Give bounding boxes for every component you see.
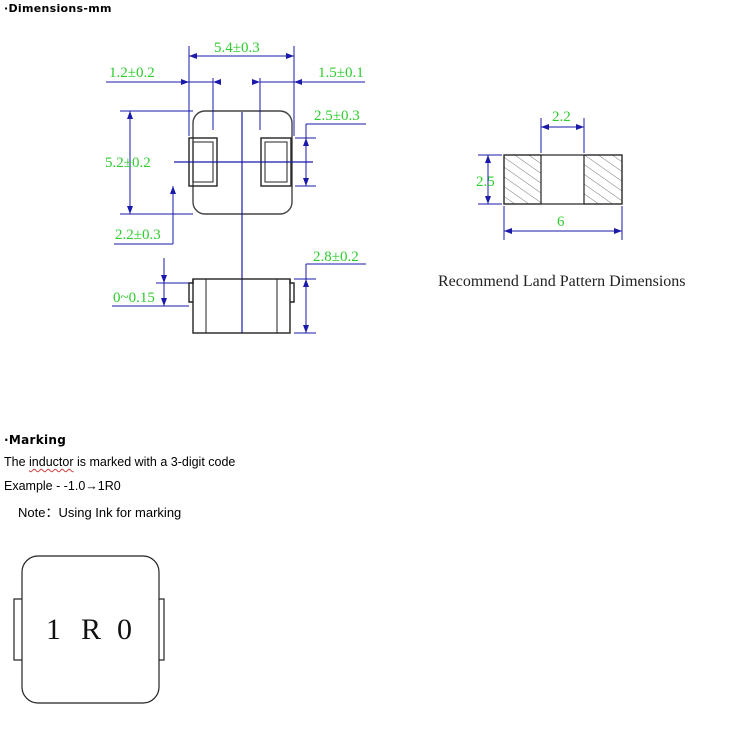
land-height-label: 2.5 [476,174,495,190]
land-pad-left [503,154,542,205]
land-pattern: 2.2 2.5 6 Recommend Land Pattern Dimensi… [438,109,686,290]
dim-pad-height: 2.5±0.3 [314,108,360,124]
side-view-body [192,278,291,334]
marking-component-body [21,555,160,704]
dim-lower-offset: 2.2±0.3 [115,227,161,243]
marking-illustration: 1 R 0 [13,555,165,704]
dimension-lines [106,46,366,334]
dim-left-offset: 1.2±0.2 [109,65,155,81]
dim-right-offset: 1.5±0.1 [318,65,364,81]
marking-example: Example - -1.0→1R0 [4,479,121,493]
dim-body-height: 5.2±0.2 [105,155,151,171]
marking-code-digit-1: 1 [46,613,61,646]
dim-overall-width: 5.4±0.3 [214,40,260,56]
top-view [174,110,313,333]
marking-code-digit-2: R [81,613,101,646]
land-total-label: 6 [557,214,565,230]
arrowheads [127,53,309,333]
dim-thickness: 2.8±0.2 [313,249,359,265]
marking-heading: ·Marking [4,433,67,447]
marking-description: The inductor is marked with a 3-digit co… [4,455,236,469]
dimensions-heading: ·Dimensions-mm [4,2,112,15]
land-pattern-caption: Recommend Land Pattern Dimensions [438,273,686,290]
land-gap-label: 2.2 [552,109,571,125]
dim-standoff: 0~0.15 [113,290,155,306]
spellcheck-word: inductor [29,455,74,469]
marking-code-digit-3: 0 [117,613,132,646]
land-pad-right [583,154,623,205]
marking-note: Note：Using Ink for marking [18,505,182,520]
side-view [188,278,295,334]
